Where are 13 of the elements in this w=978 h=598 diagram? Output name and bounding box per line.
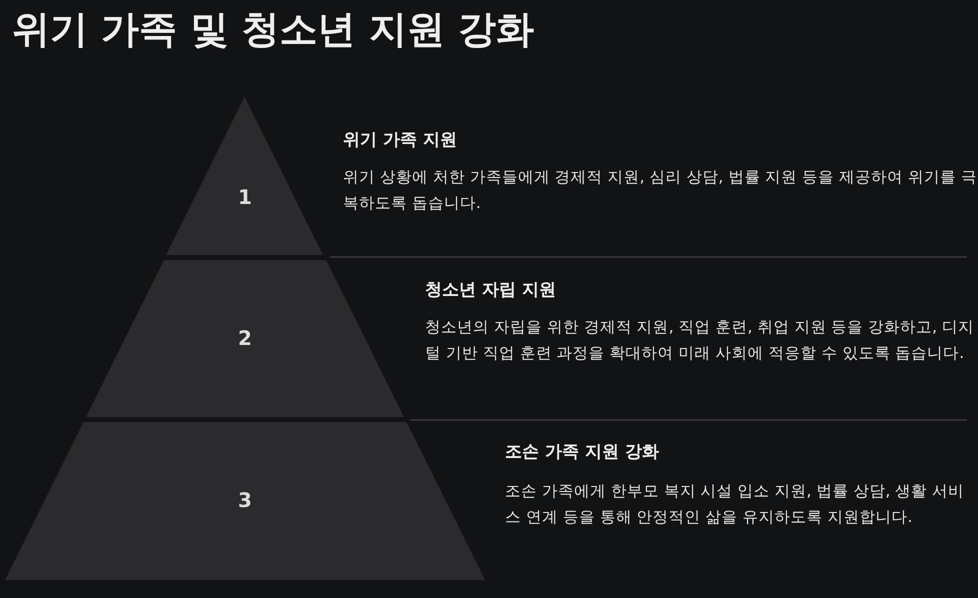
pyramid-segment [166,97,324,255]
level-description: 위기 상황에 처한 가족들에게 경제적 지원, 심리 상담, 법률 지원 등을 제공하여 위기를 극복하도록 돕습니다. [343,167,978,214]
level-number: 2 [237,326,253,350]
level-number: 1 [237,185,253,209]
level-heading: 위기 가족 지원 [343,129,457,151]
level-number: 3 [237,488,253,512]
pyramid-segment [86,260,404,417]
level-heading: 조손 가족 지원 강화 [505,441,659,463]
pyramid-segment [4,422,486,580]
level-description: 청소년의 자립을 위한 경제적 지원, 직업 훈련, 취업 지원 등을 강화하고, 디지털 기반 직업 훈련 과정을 확대하여 미래 사회에 적응할 수 있도록 돕습니다. [425,317,975,364]
level-heading: 청소년 자립 지원 [425,279,556,301]
level-description: 조손 가족에게 한부모 복지 시설 입소 지원, 법률 상담, 생활 서비스 연계 등을 통해 안정적인 삶을 유지하도록 지원합니다. [505,481,966,528]
title: 위기 가족 및 청소년 지원 강화 [12,6,534,53]
